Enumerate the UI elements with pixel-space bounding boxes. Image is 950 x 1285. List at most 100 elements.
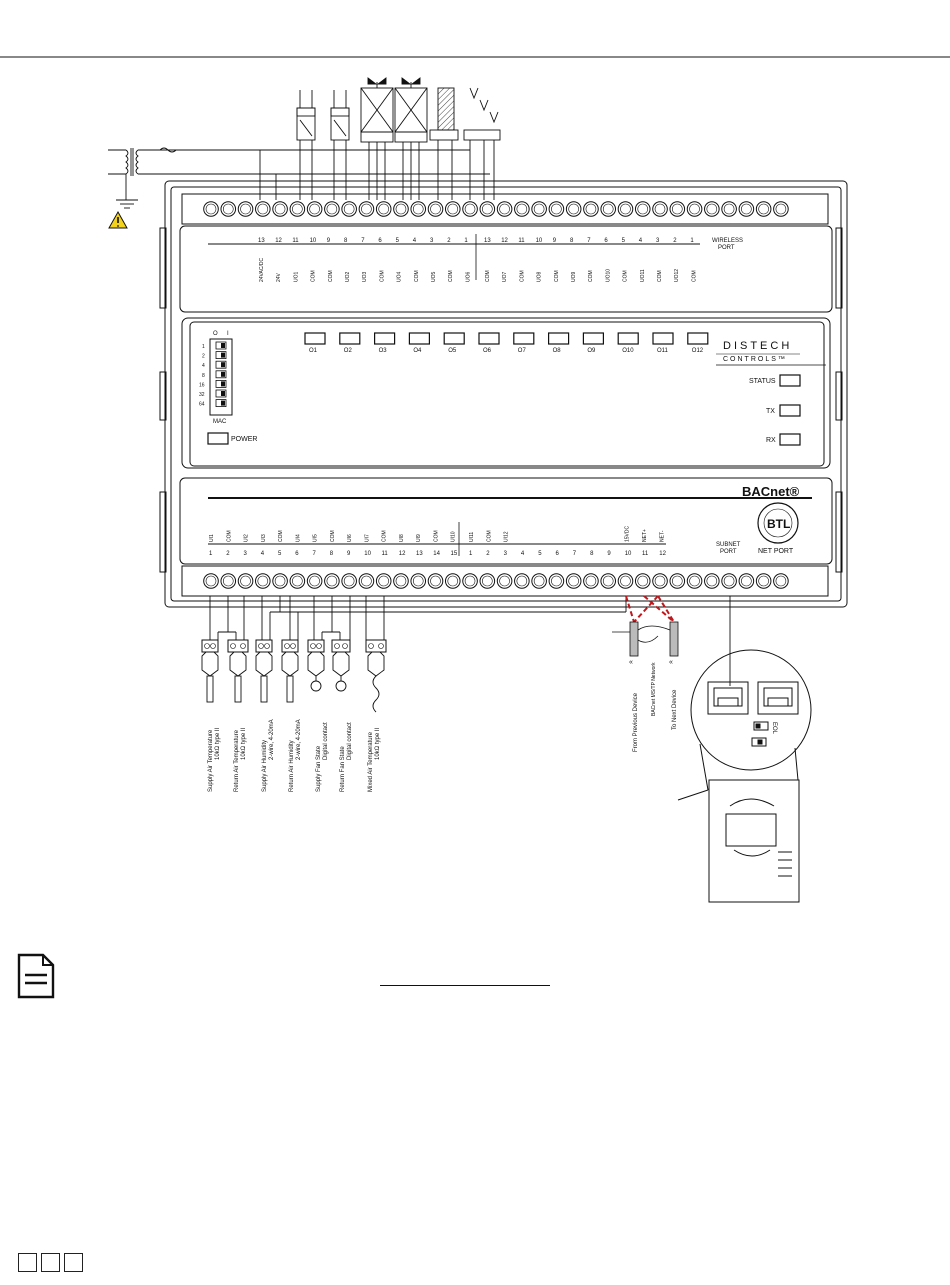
terminal-label: UO3	[362, 272, 368, 283]
output-led-label: O7	[518, 348, 527, 354]
terminal-label: UI1	[209, 534, 215, 542]
mac-switch[interactable]	[215, 360, 227, 369]
terminal-number: 3	[656, 238, 660, 244]
sensor-caption-title: Supply Air Humidity	[262, 740, 268, 792]
terminal-number: 7	[313, 551, 317, 557]
bottom-terminal-screw	[375, 573, 392, 589]
mac-switch[interactable]	[215, 351, 227, 360]
top-terminal-screw	[444, 201, 461, 217]
mac-switch[interactable]	[215, 370, 227, 379]
output-led-label: O3	[379, 348, 388, 354]
tx-led-label: TX	[766, 408, 775, 415]
terminal-label: UI5	[313, 534, 319, 542]
brand-line-2: CONTROLS™	[723, 356, 787, 363]
mac-switch[interactable]	[215, 389, 227, 398]
terminal-number: 12	[399, 551, 406, 557]
output-led	[513, 332, 535, 345]
top-terminal-screw	[617, 201, 634, 217]
sensor-1	[201, 639, 219, 703]
terminal-number: 9	[327, 238, 331, 244]
bottom-terminal-screw	[324, 573, 340, 589]
terminal-label: 15VDC	[625, 525, 631, 542]
terminal-number: 7	[573, 551, 577, 557]
bottom-terminal-screw	[531, 573, 547, 589]
mac-switch-value: 4	[202, 363, 205, 369]
terminal-number: 8	[570, 238, 574, 244]
terminal-number: 4	[413, 238, 417, 244]
terminal-label: COM	[226, 530, 232, 542]
top-terminal-screw	[427, 201, 444, 217]
mac-switch-value: 8	[202, 373, 205, 379]
top-terminal-screw	[600, 201, 617, 217]
top-wiring	[108, 77, 501, 209]
bottom-label-panel	[179, 477, 833, 565]
output-led	[443, 332, 465, 345]
sensor-5	[307, 639, 325, 692]
top-terminal-screw	[652, 201, 668, 217]
bottom-terminal-screw	[565, 573, 582, 589]
status-led	[779, 374, 801, 387]
terminal-label: COM	[379, 270, 385, 282]
top-terminal-screw	[583, 201, 599, 217]
top-terminal-screw	[289, 201, 306, 217]
terminal-number: 6	[378, 238, 382, 244]
sensor-4	[281, 639, 299, 703]
page-box-3	[64, 1253, 83, 1272]
terminal-number: 2	[486, 551, 490, 557]
terminal-label: COM	[433, 530, 439, 542]
terminal-label: COM	[448, 270, 454, 282]
terminal-label: UO1	[293, 272, 299, 283]
terminal-number: 8	[330, 551, 334, 557]
mac-switch[interactable]	[215, 379, 227, 388]
output-led	[652, 332, 674, 345]
terminal-number: 5	[622, 238, 626, 244]
terminal-number: 11	[518, 238, 525, 244]
terminal-label: COM	[623, 270, 629, 282]
subnet-port-label-1: SUBNET	[716, 542, 741, 548]
terminal-number: 9	[347, 551, 351, 557]
terminal-label: UI10	[451, 531, 457, 542]
sensor-caption-spec: 10kΩ type II	[375, 727, 381, 760]
terminal-number: 15	[451, 551, 458, 557]
terminal-label: UO5	[431, 272, 437, 283]
top-terminal-screw	[203, 201, 219, 217]
mac-switch-knob	[221, 381, 225, 387]
mac-switch[interactable]	[215, 341, 227, 350]
rx-led-label: RX	[766, 437, 776, 444]
terminal-number: 3	[504, 551, 508, 557]
terminal-number: 9	[607, 551, 611, 557]
terminal-label: 24VAC/DC	[259, 258, 265, 282]
terminal-number: 10	[625, 551, 632, 557]
page-box-2	[41, 1253, 60, 1272]
bacnet-network-caption: BACnet MS/TP Network	[651, 662, 657, 716]
terminal-label: UI9	[416, 534, 422, 542]
terminal-number: 5	[278, 551, 282, 557]
terminal-label: COM	[486, 530, 492, 542]
mac-switch[interactable]	[215, 399, 227, 408]
mac-header-o: O	[213, 331, 218, 337]
bottom-terminal-strip	[181, 565, 829, 597]
bottom-terminal-screw	[652, 573, 668, 589]
mac-switch-knob	[221, 400, 225, 406]
bottom-terminal-screws	[203, 573, 789, 589]
bottom-terminal-screw	[721, 573, 737, 589]
svg-text:«: «	[629, 659, 633, 666]
sensor-7	[365, 639, 387, 713]
terminal-label: NET+	[642, 529, 648, 542]
bottom-terminal-screw	[548, 573, 565, 589]
terminal-label: UO4	[397, 272, 403, 283]
sensor-2	[227, 639, 249, 703]
bottom-terminal-screw	[203, 573, 219, 589]
terminal-label: COM	[519, 270, 525, 282]
terminal-label: COM	[328, 270, 334, 282]
terminal-label: UO9	[571, 272, 577, 283]
terminal-number: 4	[639, 238, 643, 244]
terminal-number: 3	[430, 238, 434, 244]
page-boxes	[18, 1253, 83, 1272]
sensor-caption-spec: 10kΩ type II	[241, 727, 247, 760]
output-led-label: O12	[692, 348, 704, 354]
bottom-terminal-screw	[634, 573, 651, 589]
mac-dip-switch[interactable]	[209, 338, 233, 416]
terminal-number: 7	[587, 238, 591, 244]
output-led	[478, 332, 500, 345]
